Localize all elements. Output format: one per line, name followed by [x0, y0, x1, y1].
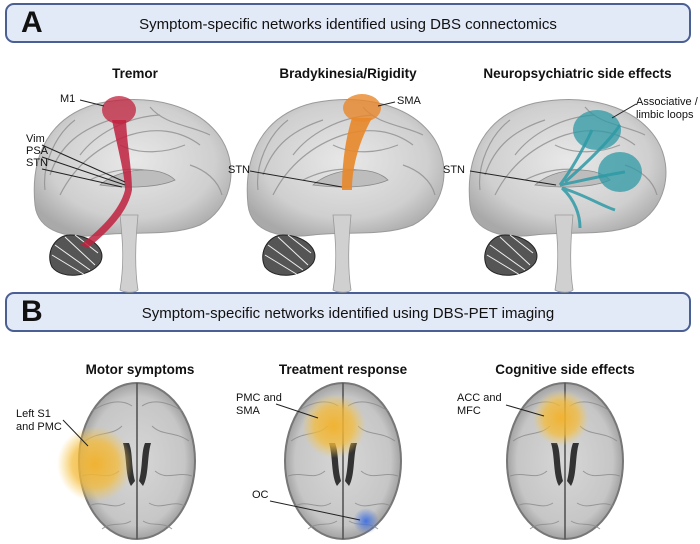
banner-b: B Symptom-specific networks identified u…	[5, 292, 691, 332]
label-oc: OC	[252, 489, 269, 501]
treatment-leader-lines	[269, 403, 361, 521]
label-associative: Associative /	[636, 96, 698, 108]
banner-a: A Symptom-specific networks identified u…	[5, 3, 691, 43]
pmc-sma-activation	[302, 394, 366, 458]
label-stn-tremor: STN	[26, 157, 48, 169]
label-mfc: MFC	[457, 405, 481, 417]
acc-mfc-activation	[533, 390, 589, 446]
banner-a-title: Symptom-specific networks identified usi…	[139, 16, 557, 33]
panel-letter-b: B	[21, 295, 43, 328]
label-sma-b: SMA	[236, 405, 260, 417]
sagittal-brain-tremor	[33, 99, 232, 293]
label-stn-neuropsych: STN	[443, 164, 465, 176]
sagittal-brain-bradykinesia	[246, 99, 445, 293]
label-pmc-and: PMC and	[236, 392, 282, 404]
panel-b-title-treatment: Treatment response	[278, 362, 408, 377]
panel-b-title-motor: Motor symptoms	[85, 362, 195, 377]
label-acc-and: ACC and	[457, 392, 502, 404]
panel-letter-a: A	[21, 6, 43, 39]
bradykinesia-leader-lines	[249, 101, 396, 188]
tremor-tract	[80, 120, 132, 248]
tremor-leader-lines	[41, 99, 126, 188]
label-m1: M1	[60, 93, 76, 105]
bradykinesia-tract	[342, 118, 372, 190]
banner-b-title: Symptom-specific networks identified usi…	[141, 305, 555, 322]
label-sma: SMA	[397, 95, 421, 107]
oc-deactivation	[353, 508, 379, 534]
label-stn-bradykinesia: STN	[228, 164, 250, 176]
sma-region	[343, 94, 381, 122]
label-and-pmc: and PMC	[16, 421, 62, 433]
cognitive-leader-line	[505, 404, 545, 417]
label-vim: Vim	[26, 133, 45, 145]
motor-leader-line	[62, 419, 89, 447]
panel-a-title-bradykinesia: Bradykinesia/Rigidity	[279, 66, 417, 81]
m1-region	[102, 96, 136, 124]
label-limbic-loops: limbic loops	[636, 109, 694, 121]
panel-a-title-tremor: Tremor	[112, 66, 158, 81]
label-left-s1: Left S1	[16, 408, 51, 420]
neuropsych-leader-lines	[469, 103, 637, 186]
label-psa: PSA	[26, 145, 49, 157]
panel-a-title-neuropsych: Neuropsychiatric side effects	[483, 66, 672, 81]
panel-b-title-cognitive: Cognitive side effects	[495, 362, 635, 377]
s1-pmc-activation	[57, 426, 133, 502]
neuropsych-tracts	[558, 124, 626, 229]
